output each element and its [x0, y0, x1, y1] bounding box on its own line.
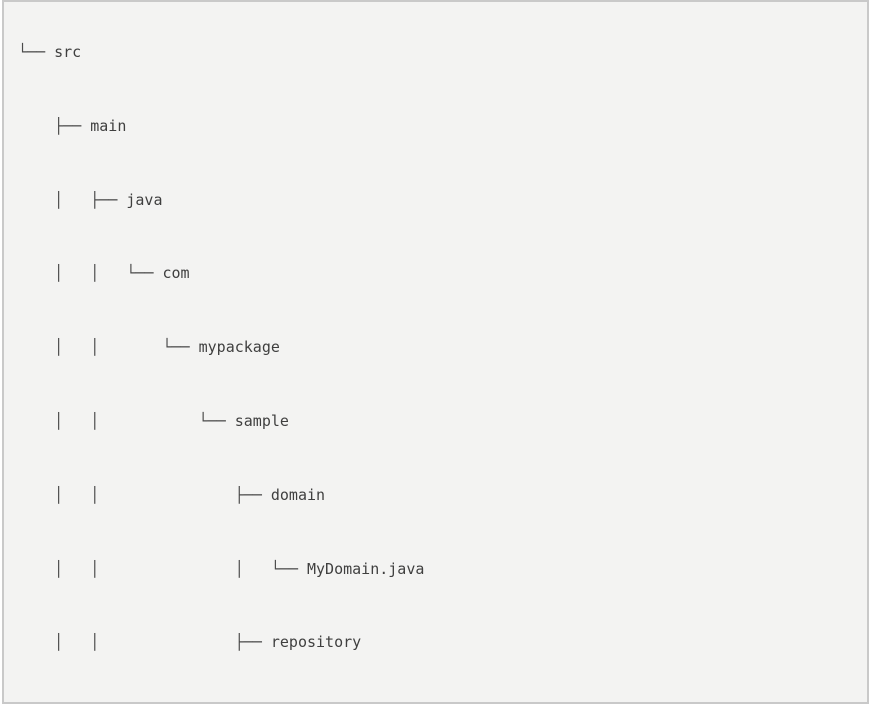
tree-entry-name: MyDomain.java: [306, 559, 425, 578]
tree-entry-name: src: [54, 43, 82, 61]
tree-row: │ │ └── com: [18, 259, 867, 288]
tree-row: │ │ └── mypackage: [18, 333, 867, 362]
tree-branch-glyphs: │ │ └──: [18, 264, 163, 283]
tree-entry-name: sample: [234, 411, 289, 430]
tree-row: │ │ ├── domain: [18, 481, 867, 510]
tree-row: │ │ │ └── MyDomainRepository.java: [18, 702, 867, 704]
tree-branch-glyphs: ├──: [18, 116, 91, 135]
directory-tree: └── src ├── main │ ├── java │ │ └── com …: [4, 2, 867, 704]
tree-entry-name: main: [90, 116, 127, 135]
tree-row: │ ├── java: [18, 186, 867, 215]
tree-branch-glyphs: │ │ └──: [18, 411, 235, 430]
tree-branch-glyphs: │ │ ├──: [18, 485, 271, 504]
tree-row: ├── main: [18, 112, 867, 141]
tree-entry-name: repository: [270, 633, 362, 652]
tree-branch-glyphs: │ ├──: [18, 190, 127, 209]
tree-row: │ │ └── sample: [18, 407, 867, 436]
tree-row: │ │ ├── repository: [18, 628, 867, 657]
tree-row: │ │ │ └── MyDomain.java: [18, 555, 867, 584]
tree-row: └── src: [18, 38, 867, 67]
tree-entry-name: domain: [270, 485, 326, 504]
tree-branch-glyphs: └──: [18, 43, 55, 61]
tree-entry-name: java: [126, 190, 163, 209]
tree-branch-glyphs: │ │ └──: [18, 338, 199, 357]
tree-branch-glyphs: │ │ │ └──: [18, 559, 307, 578]
tree-entry-name: mypackage: [198, 338, 280, 357]
tree-entry-name: com: [162, 264, 190, 283]
tree-branch-glyphs: │ │ ├──: [18, 633, 271, 652]
